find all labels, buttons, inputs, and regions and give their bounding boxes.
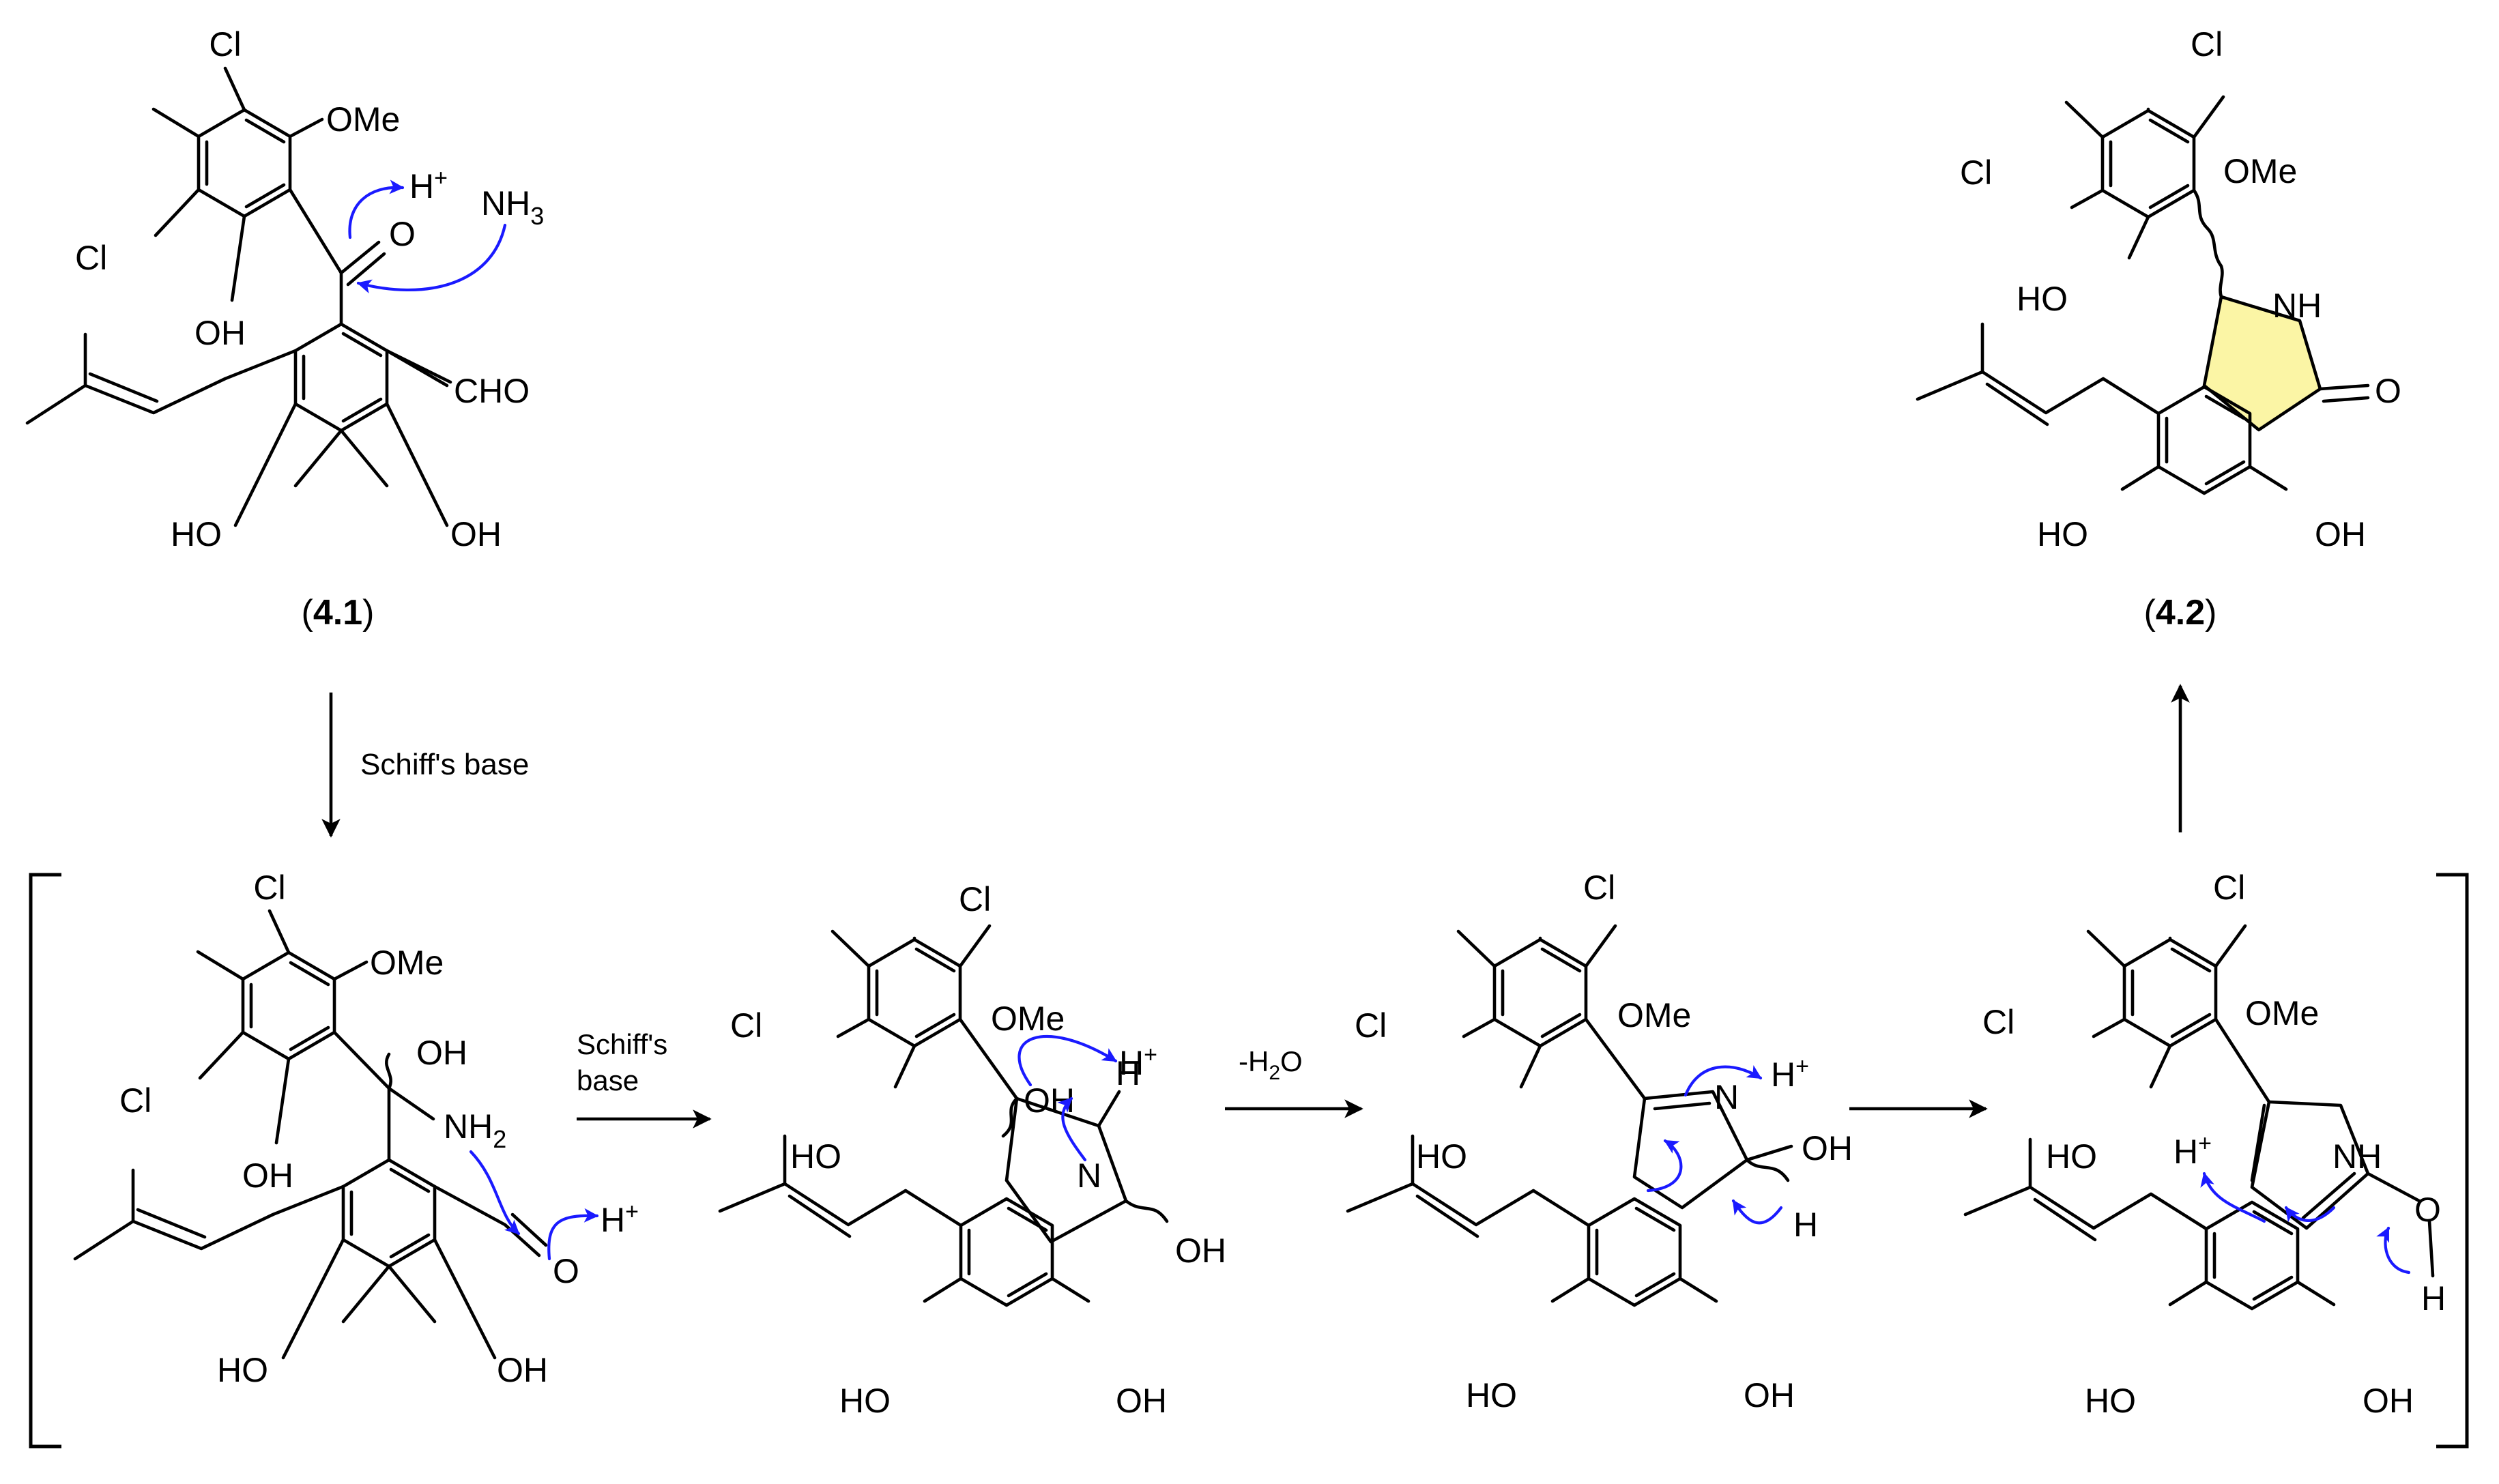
- atom-cl-10: Cl: [1982, 1003, 2014, 1041]
- atom-h-plus-5: H+: [2173, 1131, 2212, 1171]
- intermediate-1: [73, 909, 548, 1360]
- atom-ho-1: HO: [171, 515, 222, 553]
- atom-h-plus-3: H+: [1119, 1042, 1157, 1082]
- arrow-tautomer-3: [2284, 1206, 2336, 1223]
- atom-nh-2: NH: [2272, 287, 2322, 325]
- atom-nh3: NH3: [481, 184, 544, 230]
- atom-h-plus-2: H+: [601, 1199, 639, 1239]
- intermediate-1-labels: Cl OMe Cl OH OH NH2 O HO OH H+: [119, 869, 639, 1389]
- atom-cl-7: Cl: [1583, 869, 1615, 907]
- atom-oh-7: OH: [1175, 1232, 1226, 1270]
- atom-nh2: NH2: [444, 1107, 506, 1153]
- atom-cl-8: Cl: [1355, 1006, 1387, 1045]
- reaction-label-minus-water: -H2O: [1239, 1045, 1303, 1084]
- atom-cl-1: Cl: [209, 25, 241, 63]
- compound-4-2: [1918, 97, 2370, 493]
- compound-4-1: [25, 66, 452, 527]
- atom-oh-5: OH: [497, 1351, 548, 1389]
- atom-oh-2: OH: [450, 515, 502, 553]
- atom-ho-10: HO: [2037, 515, 2088, 553]
- atom-ome-5: OMe: [2245, 994, 2319, 1032]
- intermediate-3: [1348, 926, 1793, 1305]
- arrow-proton-transfer-4: [1684, 1065, 1763, 1097]
- wavy-bond-4: [1745, 1158, 1790, 1182]
- compound-4-2-labels: Cl Cl OMe HO NH O HO OH (4.2): [1960, 25, 2401, 632]
- reaction-label-schiffs: Schiff's: [577, 1028, 667, 1060]
- intermediate-2: [720, 926, 1169, 1305]
- arrow-tautomer-1: [1646, 1139, 1683, 1193]
- atom-cl-4: Cl: [119, 1081, 151, 1120]
- reaction-label-schiffs-base: Schiff's base: [360, 748, 529, 781]
- atom-ho-2: HO: [217, 1351, 268, 1389]
- atom-h-2: H: [1793, 1206, 1818, 1244]
- arrow-tautomer-4: [2376, 1226, 2411, 1275]
- atom-ho-7: HO: [2046, 1137, 2097, 1176]
- atom-o-2: O: [553, 1252, 579, 1290]
- intermediate-4: [1965, 926, 2435, 1309]
- wavy-bond-3: [1124, 1199, 1169, 1223]
- arrow-nucleophilic-attack: [356, 223, 507, 293]
- atom-h-1: H: [1116, 1054, 1140, 1092]
- atom-oh-12: OH: [2315, 515, 2366, 553]
- atom-oh-9: OH: [1802, 1129, 1853, 1167]
- compound-4-1-labels: Cl OMe Cl OH O CHO HO OH H+ NH3 (4.1): [75, 25, 544, 632]
- arrow-proton-transfer-2: [547, 1208, 599, 1261]
- intermediate-3-labels: Cl Cl OMe HO N OH H H+ HO OH: [1355, 869, 1853, 1414]
- compound-label-4-2: (4.2): [2144, 593, 2217, 632]
- atom-h-3: H: [2421, 1279, 2446, 1318]
- atom-h-plus-1: H+: [409, 165, 448, 205]
- arrow-amine-attack: [469, 1150, 521, 1236]
- compound-label-4-1: (4.1): [302, 593, 375, 632]
- arrow-proton-transfer-5: [2200, 1172, 2266, 1223]
- wavy-bond-5: [2192, 188, 2224, 299]
- atom-oh-11: OH: [2363, 1382, 2414, 1420]
- atom-o-4: O: [2375, 372, 2401, 410]
- lactam-ring-highlight: [2204, 297, 2320, 430]
- wavy-bond-1: [385, 1052, 392, 1090]
- arrow-lone-pair: [1057, 1096, 1087, 1162]
- atom-cl-6: Cl: [730, 1006, 762, 1045]
- atom-cl-9: Cl: [2213, 869, 2245, 907]
- arrow-proton-transfer-1: [348, 179, 405, 239]
- atom-oh-8: OH: [1116, 1382, 1167, 1420]
- atom-ho-3: HO: [790, 1137, 841, 1176]
- bracket-left: [29, 873, 61, 1449]
- atom-oh-6: OH: [1024, 1081, 1075, 1120]
- reaction-label-base: base: [577, 1064, 639, 1096]
- wavy-bond-2: [1001, 1096, 1019, 1138]
- atom-o-1: O: [389, 215, 416, 253]
- atom-ho-9: HO: [2017, 280, 2068, 318]
- atom-oh-3: OH: [242, 1156, 293, 1195]
- atom-cl-5: Cl: [959, 880, 991, 918]
- arrow-tautomer-2: [1731, 1199, 1783, 1225]
- atom-ho-6: HO: [1466, 1376, 1517, 1414]
- atom-n-2: N: [1714, 1078, 1739, 1116]
- atom-oh-4: OH: [416, 1034, 467, 1072]
- atom-oh-1: OH: [194, 314, 246, 352]
- atom-cl-12: Cl: [1960, 154, 1992, 192]
- atom-o-3: O: [2414, 1191, 2441, 1229]
- atom-cl-2: Cl: [75, 239, 107, 277]
- atom-ome-4: OMe: [1617, 996, 1691, 1034]
- atom-cho: CHO: [454, 372, 530, 410]
- atom-ome-1: OMe: [326, 100, 400, 139]
- atom-ome-2: OMe: [370, 944, 444, 982]
- atom-h-plus-4: H+: [1771, 1053, 1809, 1094]
- atom-ho-8: HO: [2085, 1382, 2136, 1420]
- atom-ome-6: OMe: [2223, 152, 2297, 190]
- atom-ho-4: HO: [839, 1382, 891, 1420]
- arrow-proton-transfer-3: [1017, 1035, 1118, 1087]
- intermediate-4-labels: Cl Cl OMe HO H+ NH O H HO OH: [1982, 869, 2446, 1420]
- atom-cl-11: Cl: [2191, 25, 2223, 63]
- atom-ome-3: OMe: [991, 1000, 1065, 1038]
- atom-ho-5: HO: [1416, 1137, 1467, 1176]
- atom-oh-10: OH: [1744, 1376, 1795, 1414]
- atom-cl-3: Cl: [253, 869, 285, 907]
- atom-n-1: N: [1077, 1156, 1101, 1195]
- bracket-right: [2436, 873, 2469, 1449]
- atom-nh-1: NH: [2332, 1137, 2382, 1176]
- intermediate-2-labels: Cl Cl OMe HO OH N H OH H+ HO OH: [730, 880, 1226, 1420]
